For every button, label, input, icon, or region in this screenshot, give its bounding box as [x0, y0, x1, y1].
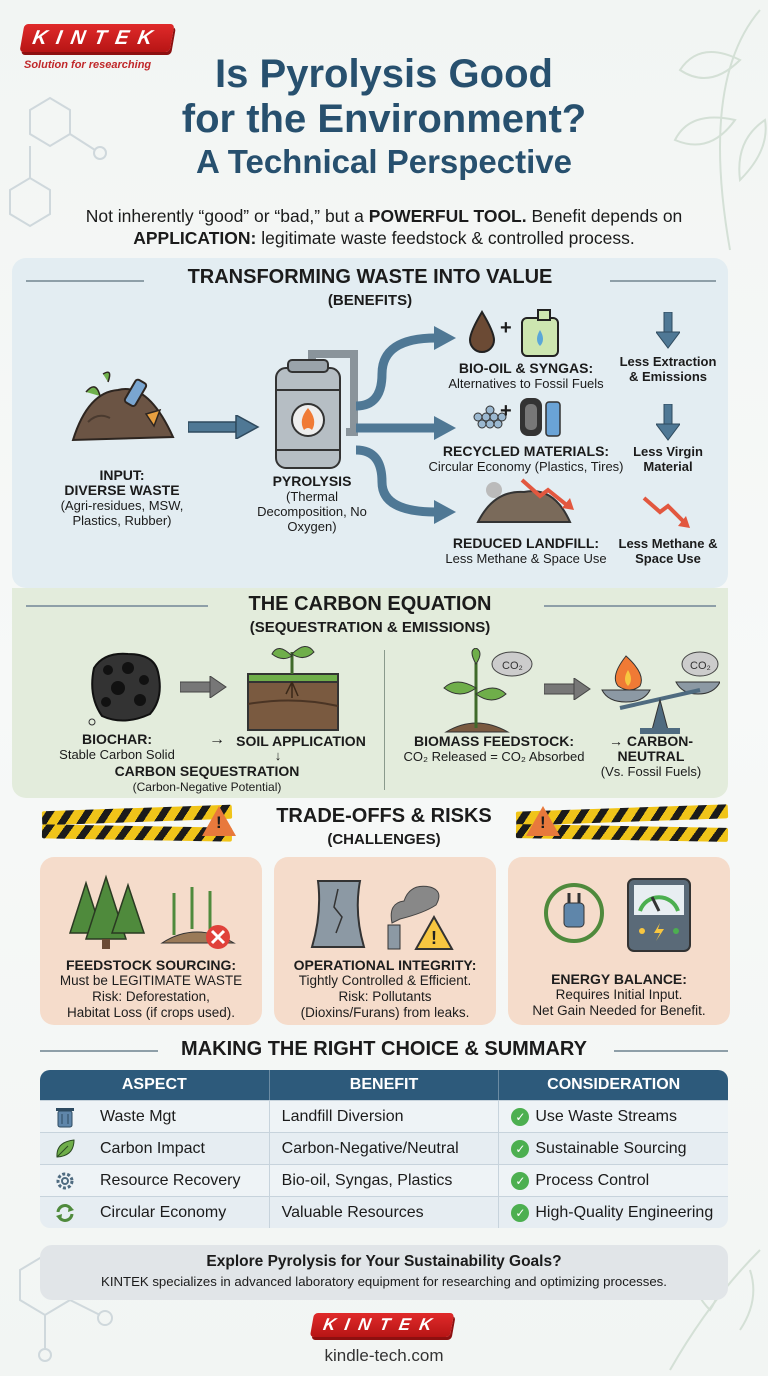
footer-url-link[interactable]: kindle-tech.com	[324, 1346, 444, 1365]
soil-plant-icon	[247, 646, 339, 731]
page-title: Is Pyrolysis Good for the Environment? A…	[0, 52, 768, 182]
benefits-panel: TRANSFORMING WASTE INTO VALUE (BENEFITS)…	[12, 258, 728, 588]
risk-card-feedstock: FEEDSTOCK SOURCING: Must be LEGITIMATE W…	[40, 857, 262, 1025]
forest-crops-icon	[68, 874, 236, 949]
biomass-label: BIOMASS FEEDSTOCK: CO₂ Released = CO₂ Ab…	[403, 733, 585, 765]
soil-application-label: SOIL APPLICATION	[236, 733, 366, 749]
carbon-panel: THE CARBON EQUATION (SEQUESTRATION & EMI…	[12, 588, 728, 798]
table-row: Waste Mgt Landfill Diversion ✓Use Waste …	[40, 1100, 728, 1132]
co2-text: CO₂	[690, 660, 711, 672]
arrow-right-icon	[188, 415, 260, 439]
input-label: INPUT: DIVERSE WASTE (Agri-residues, MSW…	[60, 467, 184, 529]
co2-text: CO₂	[502, 660, 523, 672]
risks-heading: TRADE-OFFS & RISKS (CHALLENGES)	[276, 805, 492, 848]
biomass-plant-icon: CO₂	[443, 648, 533, 733]
divider	[26, 605, 208, 607]
leaf-icon	[52, 1138, 78, 1160]
divider	[614, 1050, 728, 1052]
trash-icon	[52, 1106, 78, 1128]
check-icon: ✓	[511, 1139, 530, 1158]
effect-less-methane: Less Methane & Space Use	[618, 536, 718, 566]
arrow-right-icon	[544, 678, 591, 700]
output-recycled: RECYCLED MATERIALS: Circular Economy (Pl…	[428, 443, 624, 475]
column-header: CONSIDERATION	[547, 1076, 681, 1093]
warning-icon: !	[526, 806, 560, 836]
flow-arrow: →	[209, 731, 225, 748]
summary-heading: MAKING THE RIGHT CHOICE & SUMMARY	[181, 1038, 587, 1060]
column-divider	[384, 650, 385, 790]
pyrolysis-reactor-icon	[275, 350, 358, 469]
risk-card-text: ENERGY BALANCE: Requires Initial Input. …	[532, 971, 706, 1018]
check-icon: ✓	[511, 1171, 530, 1190]
risk-card-energy: ENERGY BALANCE: Requires Initial Input. …	[508, 857, 730, 1025]
plus-sign: +	[500, 400, 512, 422]
check-icon: ✓	[511, 1107, 530, 1126]
biochar-icon	[88, 652, 161, 726]
cta-text: KINTEK specializes in advanced laborator…	[101, 1274, 667, 1289]
exclamation-text: !	[431, 928, 437, 948]
divider	[26, 280, 144, 282]
arrow-down-icon	[656, 404, 680, 441]
arrow-right-icon	[180, 676, 227, 698]
logo-tagline: Solution for researching	[24, 59, 152, 71]
cta-heading: Explore Pyrolysis for Your Sustainabilit…	[206, 1253, 562, 1270]
divider	[40, 1050, 158, 1052]
effect-less-extraction: Less Extraction & Emissions	[619, 354, 717, 384]
arrow-down-icon	[656, 312, 680, 349]
flow-arrow-down: ↓	[274, 748, 282, 763]
cta-banner[interactable]: Explore Pyrolysis for Your Sustainabilit…	[40, 1245, 728, 1300]
recycled-materials-icon	[473, 398, 561, 437]
recycle-icon	[52, 1202, 78, 1224]
table-row: Circular Economy Valuable Resources ✓Hig…	[40, 1196, 728, 1228]
logo-badge: KINTEK	[309, 1313, 455, 1337]
logo-badge: KINTEK	[19, 24, 175, 52]
table-row: Carbon Impact Carbon-Negative/Neutral ✓S…	[40, 1132, 728, 1164]
bio-oil-syngas-icon	[468, 309, 559, 357]
divider	[610, 280, 716, 282]
warning-icon: !	[202, 806, 236, 836]
reduced-landfill-icon	[476, 478, 574, 523]
output-bio-oil: BIO-OIL & SYNGAS: Alternatives to Fossil…	[448, 360, 604, 392]
waste-pile-icon	[71, 371, 175, 442]
title-line-1: Is Pyrolysis Good	[215, 52, 553, 96]
biochar-label: BIOCHAR: Stable Carbon Solid	[59, 731, 175, 763]
footer-logo[interactable]: KINTEK	[309, 1313, 455, 1337]
divider	[544, 605, 716, 607]
trend-down-icon	[642, 496, 690, 528]
output-landfill: REDUCED LANDFILL: Less Methane & Space U…	[445, 535, 607, 567]
sequestration-label: CARBON SEQUESTRATION (Carbon-Negative Po…	[114, 763, 300, 795]
balance-scale-icon: CO₂	[601, 651, 720, 734]
title-line-2: for the Environment?	[181, 97, 587, 141]
benefits-heading: TRANSFORMING WASTE INTO VALUE (BENEFITS)	[187, 266, 553, 309]
intro-text: Not inherently “good” or “bad,” but a PO…	[85, 206, 683, 248]
effect-less-virgin: Less Virgin Material	[633, 444, 703, 474]
summary-table: ASPECT BENEFIT CONSIDERATION Waste Mgt L…	[40, 1070, 728, 1228]
column-header: BENEFIT	[270, 1070, 500, 1100]
column-header: ASPECT	[40, 1070, 270, 1100]
table-row: Resource Recovery Bio-oil, Syngas, Plast…	[40, 1164, 728, 1196]
risk-card-text: OPERATIONAL INTEGRITY: Tightly Controlle…	[293, 957, 477, 1020]
plant-pollution-icon: !	[310, 880, 454, 950]
carbon-neutral-label: → CARBON-NEUTRAL (Vs. Fossil Fuels)	[600, 733, 702, 780]
plug-meter-icon	[544, 878, 691, 952]
page-subtitle: A Technical Perspective	[195, 143, 572, 180]
gear-icon	[52, 1170, 78, 1192]
risk-card-text: FEEDSTOCK SOURCING: Must be LEGITIMATE W…	[59, 957, 243, 1020]
kintek-logo[interactable]: KINTEK Solution for researching	[19, 24, 177, 71]
carbon-heading: THE CARBON EQUATION (SEQUESTRATION & EMI…	[248, 593, 492, 636]
branch-arrows-icon	[356, 326, 456, 524]
plus-sign: +	[500, 317, 512, 339]
intro-emphasis: APPLICATION:	[133, 228, 257, 248]
intro-emphasis: POWERFUL TOOL.	[368, 206, 527, 226]
check-icon: ✓	[511, 1203, 530, 1222]
risk-card-operational: ! OPERATIONAL INTEGRITY: Tightly Control…	[274, 857, 496, 1025]
table-header: ASPECT BENEFIT CONSIDERATION	[40, 1070, 728, 1100]
pyrolysis-label: PYROLYSIS (Thermal Decomposition, No Oxy…	[257, 473, 367, 535]
